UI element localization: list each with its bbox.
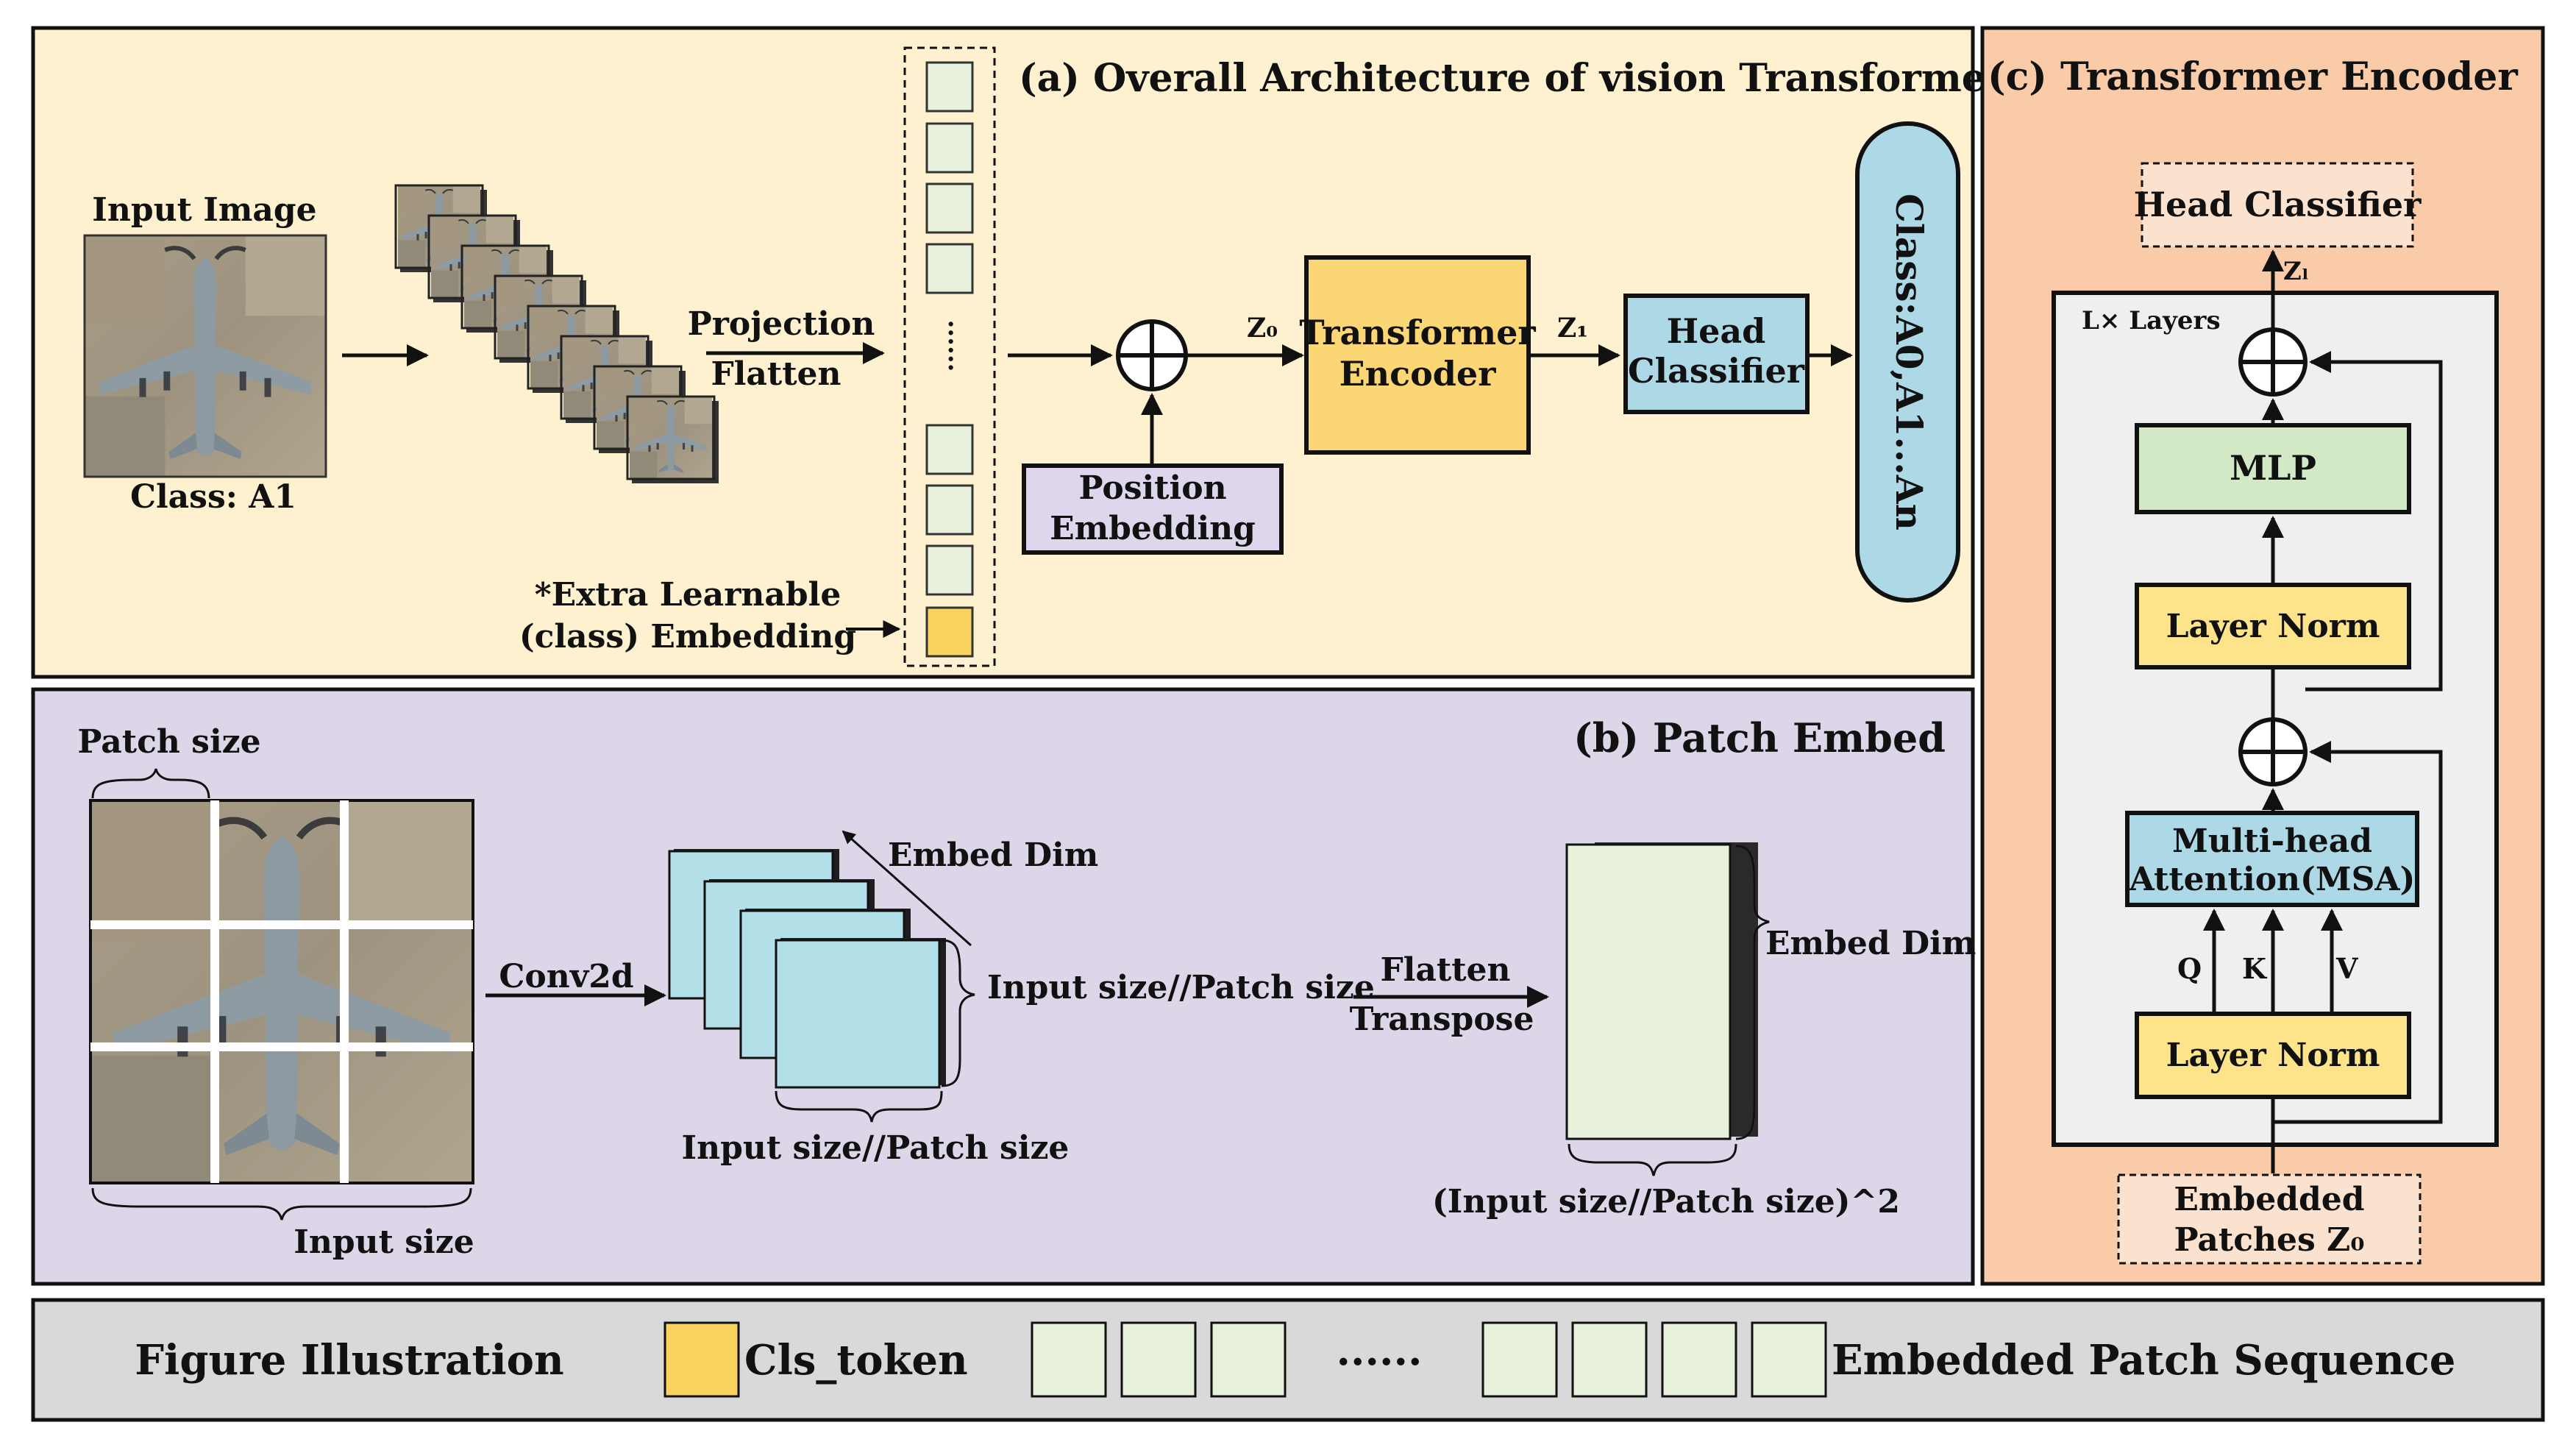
output-classes-box <box>1855 121 1960 603</box>
head-classifier-c-label: Head Classifier <box>2134 185 2422 224</box>
legend-patch-swatch <box>1210 1321 1287 1398</box>
transformer-encoder-line1: Transformer <box>1299 313 1536 352</box>
position-embedding-line1: Position <box>1078 469 1226 507</box>
patch-size-label: Patch size <box>77 723 260 761</box>
patch-token-cell <box>925 122 974 174</box>
token-sequence-column <box>903 46 996 667</box>
input-size-brace <box>91 1187 472 1221</box>
feature-map <box>775 939 941 1089</box>
mlp-box <box>2135 423 2411 514</box>
class-a1-label: Class: A1 <box>130 478 296 516</box>
input-size-label: Input size <box>293 1223 474 1261</box>
patch-token-cell <box>925 424 974 475</box>
msa-line1: Multi-head <box>2172 823 2372 860</box>
image-patch <box>626 395 719 483</box>
embedded-line2: Patches Z₀ <box>2174 1221 2365 1259</box>
q-label: Q <box>2177 952 2202 985</box>
feature-height-brace <box>941 939 975 1087</box>
transpose-label: Transpose <box>1350 1001 1534 1038</box>
feature-height-label: Input size//Patch size <box>987 969 1375 1006</box>
embedded-line1: Embedded <box>2174 1181 2364 1218</box>
position-embedding-line2: Embedding <box>1050 510 1256 547</box>
z0-label: Z₀ <box>1247 313 1278 344</box>
k-label: K <box>2242 952 2268 985</box>
legend-dots: ...... <box>1337 1326 1423 1375</box>
embed-dim-arrow <box>842 830 972 947</box>
sequence-embed-dim-brace <box>1735 845 1770 1140</box>
legend-patch-swatch <box>1751 1321 1827 1398</box>
sequence-embed-dim-label: Embed Dim <box>1765 925 1976 962</box>
z1-label: Z₁ <box>1557 313 1588 344</box>
legend-patch-swatches-left <box>1031 1321 1287 1398</box>
residual-add-mid-icon <box>2238 717 2308 786</box>
token-ellipsis: ...... <box>942 319 972 372</box>
flatten-label: Flatten <box>711 355 841 393</box>
sequence-length-label: (Input size//Patch size)^2 <box>1432 1183 1900 1221</box>
patch-token-cell <box>925 182 974 234</box>
patch-token-cell <box>925 544 974 596</box>
legend-patch-swatches-right <box>1481 1321 1827 1398</box>
head-classifier-line1: Head <box>1667 311 1766 351</box>
panel-b-title: (b) Patch Embed <box>1573 714 1946 761</box>
legend-patch-swatch <box>1571 1321 1648 1398</box>
input-airplane-image <box>83 234 327 478</box>
cls-token-cell <box>925 606 974 658</box>
layer-norm-bottom-label: Layer Norm <box>2166 1037 2380 1074</box>
legend-patch-swatch <box>1481 1321 1558 1398</box>
patch-token-cell <box>925 484 974 536</box>
residual-skip-top <box>2305 351 2443 692</box>
feature-map-stack <box>668 849 946 1089</box>
feature-width-brace <box>775 1090 943 1123</box>
embed-dim-label: Embed Dim <box>888 836 1098 874</box>
extra-embedding-line1: *Extra Learnable <box>535 576 842 614</box>
layer-norm-bottom-box <box>2135 1012 2411 1099</box>
legend-sequence-label: Embedded Patch Sequence <box>1832 1336 2455 1385</box>
legend-cls-label: Cls_token <box>744 1336 968 1385</box>
conv2d-label: Conv2d <box>499 958 633 995</box>
flatten-b-label: Flatten <box>1380 951 1510 989</box>
legend-cls-swatch <box>663 1321 740 1398</box>
input-image-label: Input Image <box>92 191 316 229</box>
legend-background <box>31 1298 2545 1422</box>
legend-patch-swatch <box>1031 1321 1107 1398</box>
sequence-length-brace <box>1568 1143 1737 1176</box>
add-position-icon <box>1116 319 1188 391</box>
layer-norm-top-label: Layer Norm <box>2166 608 2380 645</box>
embedded-patches-box <box>2117 1173 2422 1265</box>
projection-label: Projection <box>688 305 875 343</box>
gridded-airplane-image <box>89 799 474 1184</box>
layers-label: L× Layers <box>2082 306 2221 335</box>
residual-skip-bottom <box>2273 741 2443 1124</box>
patch-token-cell <box>925 61 974 113</box>
output-classes-label: Class:A0,A1...An <box>1887 193 1931 530</box>
image-patches-stack <box>394 184 719 483</box>
extra-embedding-line2: (class) Embedding <box>519 618 856 656</box>
legend-patch-swatch <box>1661 1321 1737 1398</box>
head-classifier-box <box>1623 294 1810 414</box>
legend-patch-swatch <box>1120 1321 1197 1398</box>
feature-width-label: Input size//Patch size <box>682 1129 1070 1167</box>
zl-label: Zₗ <box>2283 257 2309 286</box>
head-classifier-line2: Classifier <box>1628 351 1805 391</box>
patch-size-brace <box>91 768 210 799</box>
head-classifier-c-box <box>2141 162 2414 248</box>
patch-token-cell <box>925 243 974 294</box>
legend-title: Figure Illustration <box>135 1336 563 1385</box>
flattened-sequence-matrix <box>1565 842 1758 1140</box>
panel-c-title: (c) Transformer Encoder <box>1988 54 2518 99</box>
mlp-label: MLP <box>2230 448 2316 488</box>
v-label: V <box>2335 952 2359 985</box>
token-column-cells <box>925 61 974 658</box>
panel-a-title: (a) Overall Architecture of vision Trans… <box>1019 56 2007 101</box>
residual-add-top-icon <box>2238 327 2308 397</box>
msa-line2: Attention(MSA) <box>2129 861 2416 898</box>
transformer-encoder-line2: Encoder <box>1339 354 1497 394</box>
